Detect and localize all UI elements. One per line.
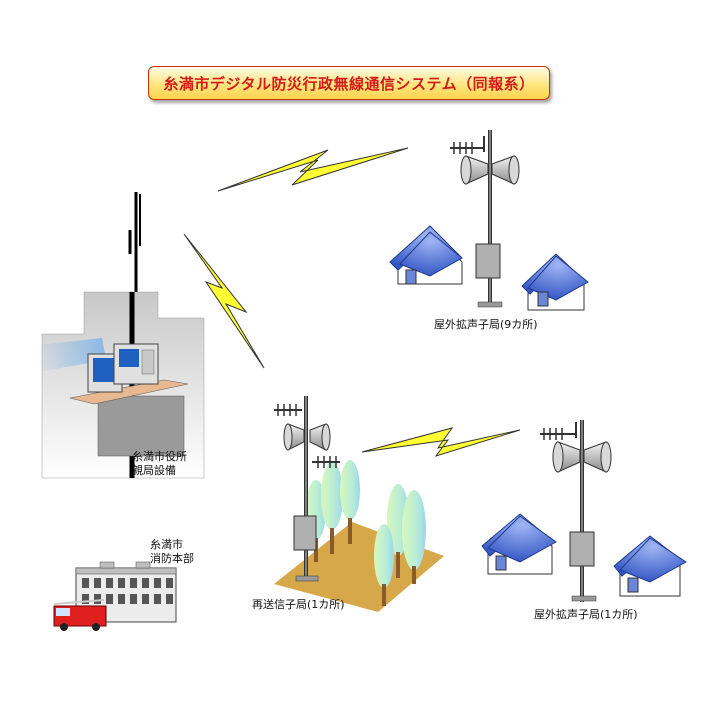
signal-beam (38, 338, 106, 372)
parent-antenna-icon (128, 192, 141, 292)
relay-pole-icon (274, 396, 340, 582)
fire-hq-city: 糸満市 (150, 538, 183, 551)
control-console-icon (69, 343, 189, 457)
house-icon (481, 513, 557, 575)
house-icon (613, 535, 687, 597)
tree-icon (402, 490, 426, 584)
house-icon (389, 225, 463, 285)
loudspeaker-pole-icon (450, 130, 520, 308)
city-hall-label: 糸満市役所 親局設備 (132, 450, 187, 478)
tree-icon (321, 462, 343, 554)
relay-station-label: 再送信子局(1カ所) (252, 598, 345, 611)
radio-link-lightning-icon (361, 427, 521, 457)
radio-link-lightning-icon (217, 147, 409, 192)
tree-icon (374, 524, 394, 606)
fire-truck-icon (53, 599, 107, 631)
outdoor-station-bottom-label: 屋外拡声子局(1カ所) (534, 608, 638, 621)
parent-station-name: 親局設備 (132, 464, 176, 477)
title-banner: 糸満市デジタル防災行政無線通信システム（同報系） (148, 66, 550, 100)
house-icon (521, 253, 589, 311)
tree-icon (340, 460, 360, 544)
fire-hq-name: 消防本部 (150, 552, 194, 565)
city-hall-name: 糸満市役所 (132, 450, 187, 463)
radio-link-lightning-icon (183, 233, 265, 369)
fire-hq-label: 糸満市 消防本部 (150, 538, 194, 566)
diagram-title: 糸満市デジタル防災行政無線通信システム（同報系） (163, 74, 535, 93)
loudspeaker-pole-icon (540, 420, 612, 602)
outdoor-station-top-label: 屋外拡声子局(9カ所) (434, 318, 538, 331)
